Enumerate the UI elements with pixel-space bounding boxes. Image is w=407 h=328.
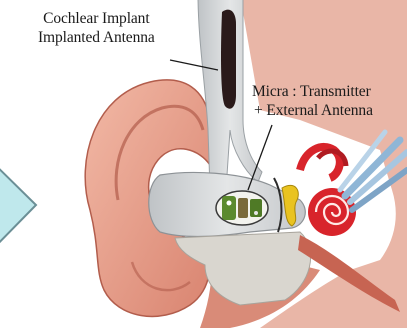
micra-label-line1: Micra : Transmitter: [252, 82, 373, 101]
cochlear-label-line1: Cochlear Implant: [38, 9, 155, 28]
cochlear-implant-label: Cochlear Implant Implanted Antenna: [38, 9, 155, 47]
pointer-arrow: [0, 150, 36, 262]
micra-device: [216, 191, 268, 225]
implanted-antenna: [221, 10, 236, 109]
micra-label-line2: + External Antenna: [252, 101, 373, 120]
micra-transmitter-label: Micra : Transmitter + External Antenna: [252, 82, 373, 120]
cochlear-label-line2: Implanted Antenna: [38, 28, 155, 47]
